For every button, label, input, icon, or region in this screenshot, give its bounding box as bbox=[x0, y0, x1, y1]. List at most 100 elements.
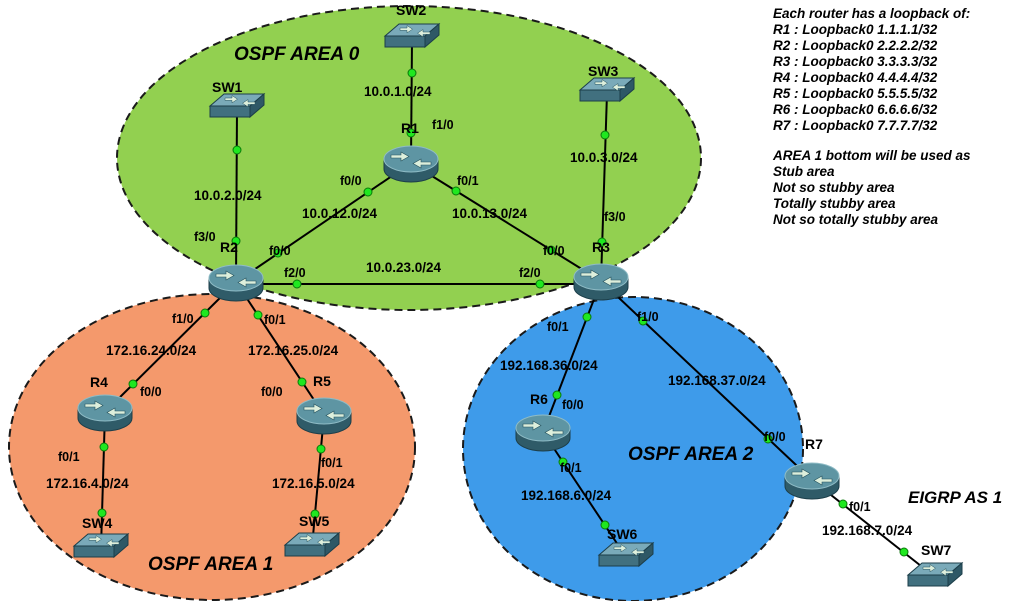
device-sw7[interactable] bbox=[907, 562, 963, 587]
link-status-dot bbox=[451, 186, 461, 196]
network-label-r4-sw4: 172.16.4.0/24 bbox=[46, 476, 129, 491]
device-r1[interactable] bbox=[383, 145, 439, 183]
port-label-r2-f2-0: f2/0 bbox=[284, 266, 306, 280]
link-status-dot bbox=[546, 245, 556, 255]
network-label-r3-r6: 192.168.36.0/24 bbox=[500, 358, 598, 373]
device-label-sw1: SW1 bbox=[212, 79, 243, 95]
port-label-r1-f1-0: f1/0 bbox=[432, 118, 454, 132]
port-label-r3-f1-0: f1/0 bbox=[637, 310, 659, 324]
device-label-sw5: SW5 bbox=[299, 513, 330, 529]
port-label-r4-f0-0: f0/0 bbox=[140, 385, 162, 399]
area1-label: OSPF AREA 1 bbox=[148, 554, 274, 575]
port-label-r3-f3-0: f3/0 bbox=[604, 210, 626, 224]
network-label-r5-sw5: 172.16.5.0/24 bbox=[272, 476, 355, 491]
port-label-r3-f2-0: f2/0 bbox=[519, 266, 541, 280]
loopback-line: R4 : Loopback0 4.4.4.4/32 bbox=[773, 70, 938, 85]
device-label-sw2: SW2 bbox=[396, 2, 427, 18]
port-label-r3-f0-0: f0/0 bbox=[543, 244, 565, 258]
area0-label: OSPF AREA 0 bbox=[234, 44, 360, 65]
network-label-r2-r4: 172.16.24.0/24 bbox=[106, 343, 197, 358]
link-status-dot bbox=[231, 236, 241, 246]
link-status-dot bbox=[899, 547, 909, 557]
device-r7[interactable] bbox=[784, 462, 840, 500]
loopback-line: R7 : Loopback0 7.7.7.7/32 bbox=[773, 118, 938, 133]
network-label-sw3-r3: 10.0.3.0/24 bbox=[570, 150, 638, 165]
device-r4[interactable] bbox=[77, 394, 133, 432]
info-panel: Each router has a loopback of: R1 : Loop… bbox=[773, 6, 971, 228]
eigrp-label: EIGRP AS 1 bbox=[908, 488, 1003, 507]
link-sw2-r1 bbox=[410, 39, 413, 163]
network-label-r6-sw6: 192.168.6.0/24 bbox=[521, 488, 612, 503]
link-status-dot bbox=[200, 308, 210, 318]
link-status-dot bbox=[582, 312, 592, 322]
port-label-r2-f0-1: f0/1 bbox=[264, 313, 286, 327]
device-label-sw7: SW7 bbox=[921, 542, 952, 558]
link-sw1-r2 bbox=[235, 107, 238, 283]
device-label-r2: R2 bbox=[220, 239, 238, 255]
link-r3-r6 bbox=[542, 280, 602, 433]
port-label-r6-f0-1: f0/1 bbox=[560, 461, 582, 475]
port-label-r7-f0-1: f0/1 bbox=[849, 500, 871, 514]
network-label-sw1-r2: 10.0.2.0/24 bbox=[194, 188, 262, 203]
link-status-dot bbox=[232, 145, 242, 155]
loopback-line: R6 : Loopback0 6.6.6.6/32 bbox=[773, 102, 938, 117]
area1-usage-line: Not so totally stubby area bbox=[773, 212, 939, 227]
port-label-r2-f1-0: f1/0 bbox=[172, 312, 194, 326]
link-status-dot bbox=[128, 379, 138, 389]
loopback-line: R3 : Loopback0 3.3.3.3/32 bbox=[773, 54, 938, 69]
device-r2[interactable] bbox=[208, 264, 264, 302]
link-r1-r2 bbox=[235, 162, 412, 283]
port-label-r5-f0-1: f0/1 bbox=[321, 456, 343, 470]
device-r6[interactable] bbox=[515, 414, 571, 452]
link-status-dot bbox=[558, 457, 568, 467]
device-label-r6: R6 bbox=[530, 391, 548, 407]
link-r2-r4 bbox=[104, 281, 237, 413]
link-status-dot bbox=[273, 248, 283, 258]
link-status-dots bbox=[97, 68, 909, 557]
link-status-dot bbox=[406, 128, 416, 138]
port-label-r1-f0-1: f0/1 bbox=[457, 174, 479, 188]
link-status-dot bbox=[310, 509, 320, 519]
port-label-r5-f0-0: f0/0 bbox=[261, 385, 283, 399]
area2-label: OSPF AREA 2 bbox=[628, 444, 754, 465]
link-r3-r7 bbox=[600, 280, 813, 481]
link-status-dot bbox=[363, 187, 373, 197]
port-label-r4-f0-1: f0/1 bbox=[58, 450, 80, 464]
link-status-dot bbox=[407, 68, 417, 78]
link-status-dot bbox=[535, 279, 545, 289]
link-status-dot bbox=[600, 130, 610, 140]
area1-usage-line: Not so stubby area bbox=[773, 180, 895, 195]
link-status-dot bbox=[97, 508, 107, 518]
port-label-r1-f0-0: f0/0 bbox=[340, 174, 362, 188]
link-r2-r5 bbox=[235, 281, 325, 416]
device-label-r4: R4 bbox=[90, 374, 108, 390]
link-status-dot bbox=[253, 310, 263, 320]
link-status-dot bbox=[638, 316, 648, 326]
link-status-dot bbox=[552, 390, 562, 400]
link-r6-sw6 bbox=[542, 431, 627, 558]
link-status-dot bbox=[316, 444, 326, 454]
device-label-r3: R3 bbox=[592, 239, 610, 255]
link-sw3-r3 bbox=[600, 92, 608, 282]
info-title: Each router has a loopback of: bbox=[773, 6, 971, 21]
network-label-r1-r2: 10.0.12.0/24 bbox=[302, 206, 378, 221]
port-label-r6-f0-0: f0/0 bbox=[562, 398, 584, 412]
device-r5[interactable] bbox=[296, 397, 352, 435]
link-status-dot bbox=[99, 442, 109, 452]
area1-usage-line: Stub area bbox=[773, 164, 835, 179]
link-status-dot bbox=[597, 237, 607, 247]
network-label-r2-r5: 172.16.25.0/24 bbox=[248, 343, 339, 358]
device-label-r7: R7 bbox=[805, 436, 823, 452]
device-label-sw4: SW4 bbox=[82, 515, 113, 531]
loopback-line: R5 : Loopback0 5.5.5.5/32 bbox=[773, 86, 938, 101]
device-label-sw3: SW3 bbox=[588, 63, 619, 79]
port-label-r3-f0-1: f0/1 bbox=[547, 320, 569, 334]
area1-usage-line: AREA 1 bottom will be used as bbox=[773, 148, 971, 163]
network-label-r1-r3: 10.0.13.0/24 bbox=[452, 206, 528, 221]
device-r3[interactable] bbox=[573, 263, 629, 301]
link-r1-r3 bbox=[410, 162, 602, 282]
link-status-dot bbox=[297, 377, 307, 387]
link-r7-sw7 bbox=[811, 479, 936, 578]
